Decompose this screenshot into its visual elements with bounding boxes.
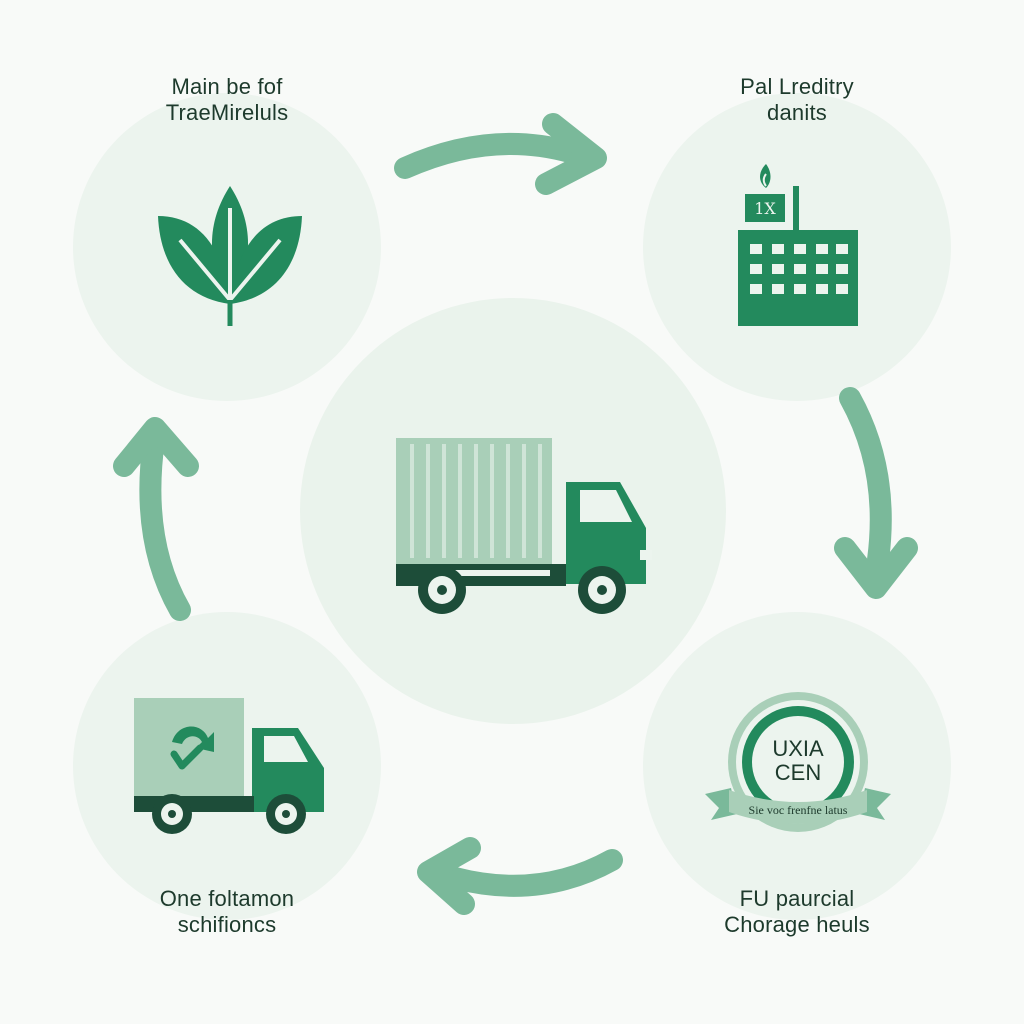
leaf-icon xyxy=(158,186,302,326)
factory-icon: 1X xyxy=(738,164,858,326)
label-bottom-left: One foltamon schifioncs xyxy=(100,886,354,938)
badge-ribbon-text: Sie voc frenfne latus xyxy=(749,803,848,817)
label-bottom-left-line2: schifioncs xyxy=(177,912,277,937)
badge-text-line2: CEN xyxy=(775,760,821,785)
label-bottom-right: FU paurcial Chorage heuls xyxy=(670,886,924,938)
badge-text-line1: UXIA xyxy=(772,736,824,761)
container-truck-icon xyxy=(396,438,652,614)
label-top-left: Main be fof TraeMireluls xyxy=(100,74,354,126)
label-top-left-line1: Main be fof xyxy=(171,74,283,99)
label-top-right-line1: Pal Lreditry xyxy=(740,74,854,99)
label-bottom-right-line1: FU paurcial xyxy=(739,886,855,911)
factory-sign-text: 1X xyxy=(754,199,776,218)
label-top-right-line2: danits xyxy=(767,100,827,125)
recycle-truck-icon xyxy=(134,698,324,834)
certification-badge-icon: UXIA CEN Sie voc frenfne latus xyxy=(705,692,891,832)
label-bottom-left-line1: One foltamon xyxy=(159,886,295,911)
label-top-left-line2: TraeMireluls xyxy=(165,100,289,125)
label-top-right: Pal Lreditry danits xyxy=(670,74,924,126)
label-bottom-right-line2: Chorage heuls xyxy=(724,912,870,937)
